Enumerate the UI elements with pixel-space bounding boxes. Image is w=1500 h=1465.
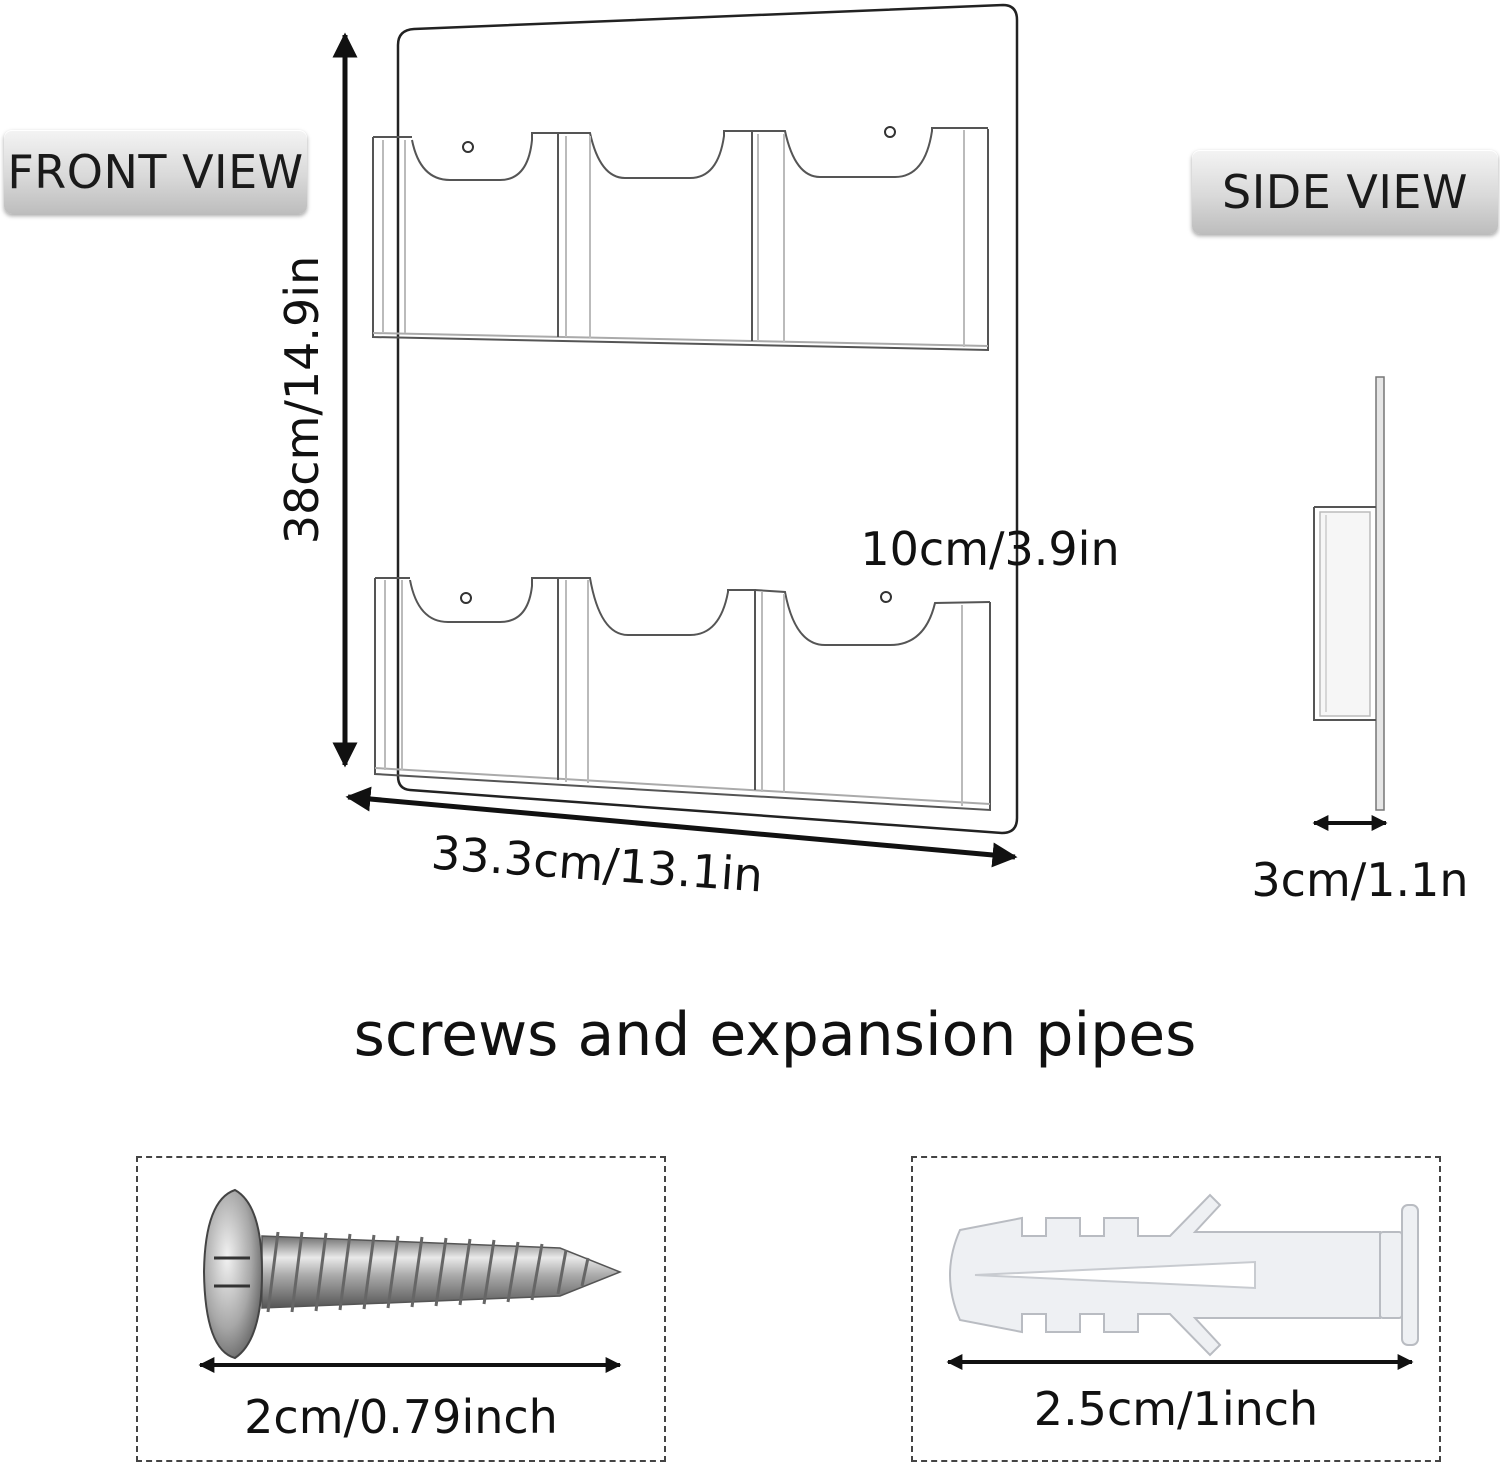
width-arrow xyxy=(345,786,1018,868)
pocket-row-top xyxy=(372,126,989,352)
screw-size-label: 2cm/0.79inch xyxy=(244,1390,558,1444)
backboard xyxy=(396,3,1019,835)
front-view-label: FRONT VIEW xyxy=(4,130,307,214)
height-dimension: 38cm/14.9in xyxy=(275,256,329,545)
screw-illustration xyxy=(202,1188,623,1360)
side-view-label: SIDE VIEW xyxy=(1192,150,1498,234)
anchor-size-label: 2.5cm/1inch xyxy=(1033,1382,1319,1436)
expansion-anchor-illustration xyxy=(949,1193,1419,1357)
width-dimension: 33.3cm/13.1in xyxy=(429,826,764,903)
pocket-width-dimension: 10cm/3.9in xyxy=(860,522,1119,576)
accessories-heading: screws and expansion pipes xyxy=(353,1000,1197,1070)
screw-box: 2cm/0.79inch xyxy=(136,1156,666,1462)
side-view-profile xyxy=(1313,376,1385,811)
depth-dimension: 3cm/1.1n xyxy=(1251,853,1468,907)
expansion-pipe-box: 2.5cm/1inch xyxy=(911,1156,1441,1462)
